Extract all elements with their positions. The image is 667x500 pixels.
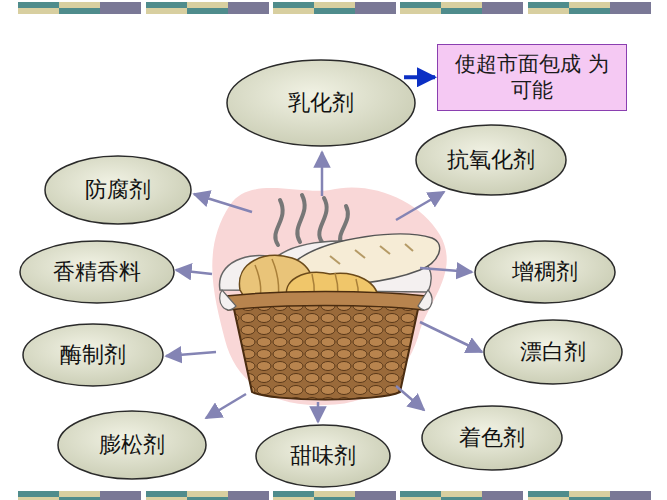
bar-block [146,491,187,497]
bar-block [314,497,355,500]
bar-block [528,8,569,14]
bar-block [314,2,355,8]
additive-ellipse: 甜味剂 [255,424,391,488]
connector-arrow [404,75,435,79]
node-label: 抗氧化剂 [447,146,535,174]
steam [275,195,348,246]
additive-ellipse: 香精香料 [19,240,175,304]
bar-block [59,2,100,8]
bar-block [273,8,314,14]
bar-block [273,2,314,8]
callout-box: 使超市面包成 为可能 [437,44,627,111]
additive-ellipse: 增稠剂 [474,240,616,304]
ellipse [416,125,566,195]
bar-block [18,8,59,14]
bar-block [441,491,482,497]
bar-block [400,491,441,497]
bar-block [528,2,569,8]
bar-block [59,491,100,497]
node-label: 甜味剂 [290,442,356,470]
additive-ellipse: 漂白剂 [483,319,623,385]
bar-block [400,2,441,8]
bar-block [314,491,355,497]
bar-block [59,497,100,500]
node-label: 漂白剂 [520,338,586,366]
bar-block [187,2,228,8]
additive-ellipse: 抗氧化剂 [415,124,567,196]
bar-block [187,497,228,500]
ellipse [20,241,174,303]
bar-block [273,497,314,500]
ellipse [484,320,622,384]
bar-block [100,8,141,14]
bar-block [146,8,187,14]
bar-block [228,8,269,14]
additive-ellipse: 着色剂 [421,405,563,471]
node-label: 使超市面包成 为可能 [449,51,615,104]
bar-block [18,491,59,497]
bar-block [610,491,651,497]
bar-block [100,2,141,8]
ellipse [45,156,191,224]
additive-ellipse: 酶制剂 [22,323,164,387]
bar-block [18,2,59,8]
bar-block [441,497,482,500]
bar-block [441,2,482,8]
additive-ellipse: 膨松剂 [57,410,207,480]
bar-block [187,8,228,14]
node-label: 酶制剂 [60,341,126,369]
bar-block [314,8,355,14]
ellipse [422,406,562,470]
basket-rim [226,292,426,311]
additive-ellipse: 乳化剂 [226,59,416,147]
bar-block [355,8,396,14]
node-label: 乳化剂 [288,89,354,117]
decorative-bars [18,2,651,500]
leader-arrows [166,152,482,422]
node-label: 着色剂 [459,424,525,452]
node-label: 膨松剂 [99,431,165,459]
bar-block [400,8,441,14]
bar-block [569,2,610,8]
bar-block [482,2,523,8]
bar-block [610,2,651,8]
bar-block [187,491,228,497]
bar-block [355,497,396,500]
ellipse [475,241,615,303]
bar-block [569,491,610,497]
glow [212,187,446,405]
basket [232,300,420,400]
bar-block [355,2,396,8]
bar-block [400,497,441,500]
bar-block [273,491,314,497]
additive-ellipse: 防腐剂 [44,155,192,225]
node-label: 防腐剂 [85,176,151,204]
bar-block [100,491,141,497]
bar-block [228,2,269,8]
node-label: 增稠剂 [512,258,578,286]
ellipse [23,324,163,386]
bar-block [569,497,610,500]
bar-block [18,497,59,500]
bar-block [610,8,651,14]
ellipse [256,425,390,487]
bar-block [528,491,569,497]
bar-block [610,497,651,500]
bar-block [59,8,100,14]
bar-block [146,2,187,8]
bar-block [228,491,269,497]
node-label: 香精香料 [53,258,141,286]
bar-block [528,497,569,500]
bar-block [441,8,482,14]
bar-block [228,497,269,500]
bar-block [482,491,523,497]
bar-block [146,497,187,500]
bar-block [482,497,523,500]
ellipse [227,60,415,146]
ellipse [58,411,206,479]
bar-block [482,8,523,14]
bar-block [569,8,610,14]
bar-block [355,491,396,497]
bar-block [100,497,141,500]
